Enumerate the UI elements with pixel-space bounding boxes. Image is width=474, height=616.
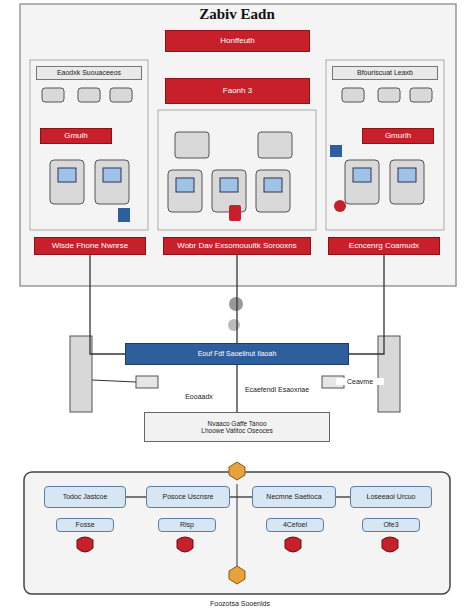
connector — [336, 496, 350, 497]
box-text: Ecncenrg Coamudx — [349, 241, 419, 250]
box-text: Eaodxk Suouaceeos — [57, 69, 121, 77]
box-text: Bfouriscuat Leaxb — [357, 69, 413, 77]
sub-box: 4Cefoel — [266, 518, 324, 532]
connector — [90, 255, 125, 354]
hexagon-hub — [229, 566, 245, 584]
right-group — [326, 60, 444, 230]
sub-box: Risp — [158, 518, 216, 532]
junction — [229, 297, 243, 311]
process-box: Gmuih — [40, 128, 112, 144]
box-text: Necmne Saetioca — [266, 493, 321, 501]
box-text: Honffeuth — [220, 36, 255, 45]
box-text: 4Cefoel — [283, 521, 307, 529]
service-band: Ecncenrg Coamudx — [328, 237, 440, 255]
connector — [236, 365, 237, 412]
bus-bar: Eouf Fdf Saoeilnut Ilaoah — [125, 343, 349, 365]
group-label: Eaodxk Suouaceeos — [36, 66, 142, 80]
service-band: Wisde Fhone Nwnrse — [34, 237, 146, 255]
note-label: Eooaadx — [172, 393, 226, 400]
box-text: Nvaaco Gaffe Tanoo — [207, 420, 266, 427]
info-box: Nvaaco Gaffe TanooLhoowe Vatitoc Oseoces — [144, 412, 330, 442]
header-band: Honffeuth — [165, 30, 310, 52]
sub-box: Ofe3 — [362, 518, 420, 532]
connector — [349, 255, 384, 354]
process-box: Faonh 3 — [165, 78, 310, 104]
group-label: Bfouriscuat Leaxb — [332, 66, 438, 80]
center-group — [158, 110, 316, 230]
box-text: Gmurih — [385, 131, 411, 140]
blue-device — [330, 145, 342, 157]
box-text: Ofe3 — [383, 521, 398, 529]
red-device — [334, 200, 346, 212]
box-text: Gmuih — [64, 131, 88, 140]
left-group — [30, 60, 148, 230]
box-text: Eouf Fdf Saoeilnut Ilaoah — [198, 350, 277, 358]
box-text: Risp — [180, 521, 194, 529]
sub-box: Fosse — [56, 518, 114, 532]
red-device — [229, 205, 241, 221]
box-text: Lhoowe Vatitoc Oseoces — [201, 427, 272, 434]
connector — [236, 255, 237, 343]
process-box: Gmurih — [362, 128, 434, 144]
box-text: Todoc Jastcoe — [63, 493, 108, 501]
diagram-title: Zabiv Eadn — [0, 6, 474, 23]
blue-device — [118, 208, 130, 222]
wire — [92, 380, 136, 382]
service-band: Wobr Dav Exsomouuitk Sorooxns — [163, 237, 311, 255]
bottom-panel — [24, 472, 450, 594]
service-box: Posoce Uscnsre — [146, 486, 230, 508]
screens — [58, 168, 416, 192]
box-text: Wisde Fhone Nwnrse — [52, 241, 128, 250]
top-panel — [20, 4, 456, 286]
note-label: Ceavme — [336, 378, 384, 385]
devices — [42, 88, 432, 212]
box-text: Wobr Dav Exsomouuitk Sorooxns — [177, 241, 296, 250]
connector — [230, 496, 252, 497]
trunk-line — [237, 484, 238, 566]
service-box: Necmne Saetioca — [252, 486, 336, 508]
box-text: Loseeaoi Urcuo — [366, 493, 415, 501]
service-box: Loseeaoi Urcuo — [350, 486, 432, 508]
box-text: Faonh 3 — [223, 86, 252, 95]
box-text: Fosse — [75, 521, 94, 529]
box-text: Posoce Uscnsre — [163, 493, 214, 501]
connector — [126, 496, 146, 497]
server-rack — [70, 336, 400, 412]
note-label: Ecaefendl Esaoxnae — [240, 386, 314, 393]
note-label: Foozotsa Sooenlds — [180, 600, 300, 607]
junction — [228, 319, 240, 331]
service-box: Todoc Jastcoe — [44, 486, 126, 508]
hexagon-hub — [229, 462, 245, 480]
